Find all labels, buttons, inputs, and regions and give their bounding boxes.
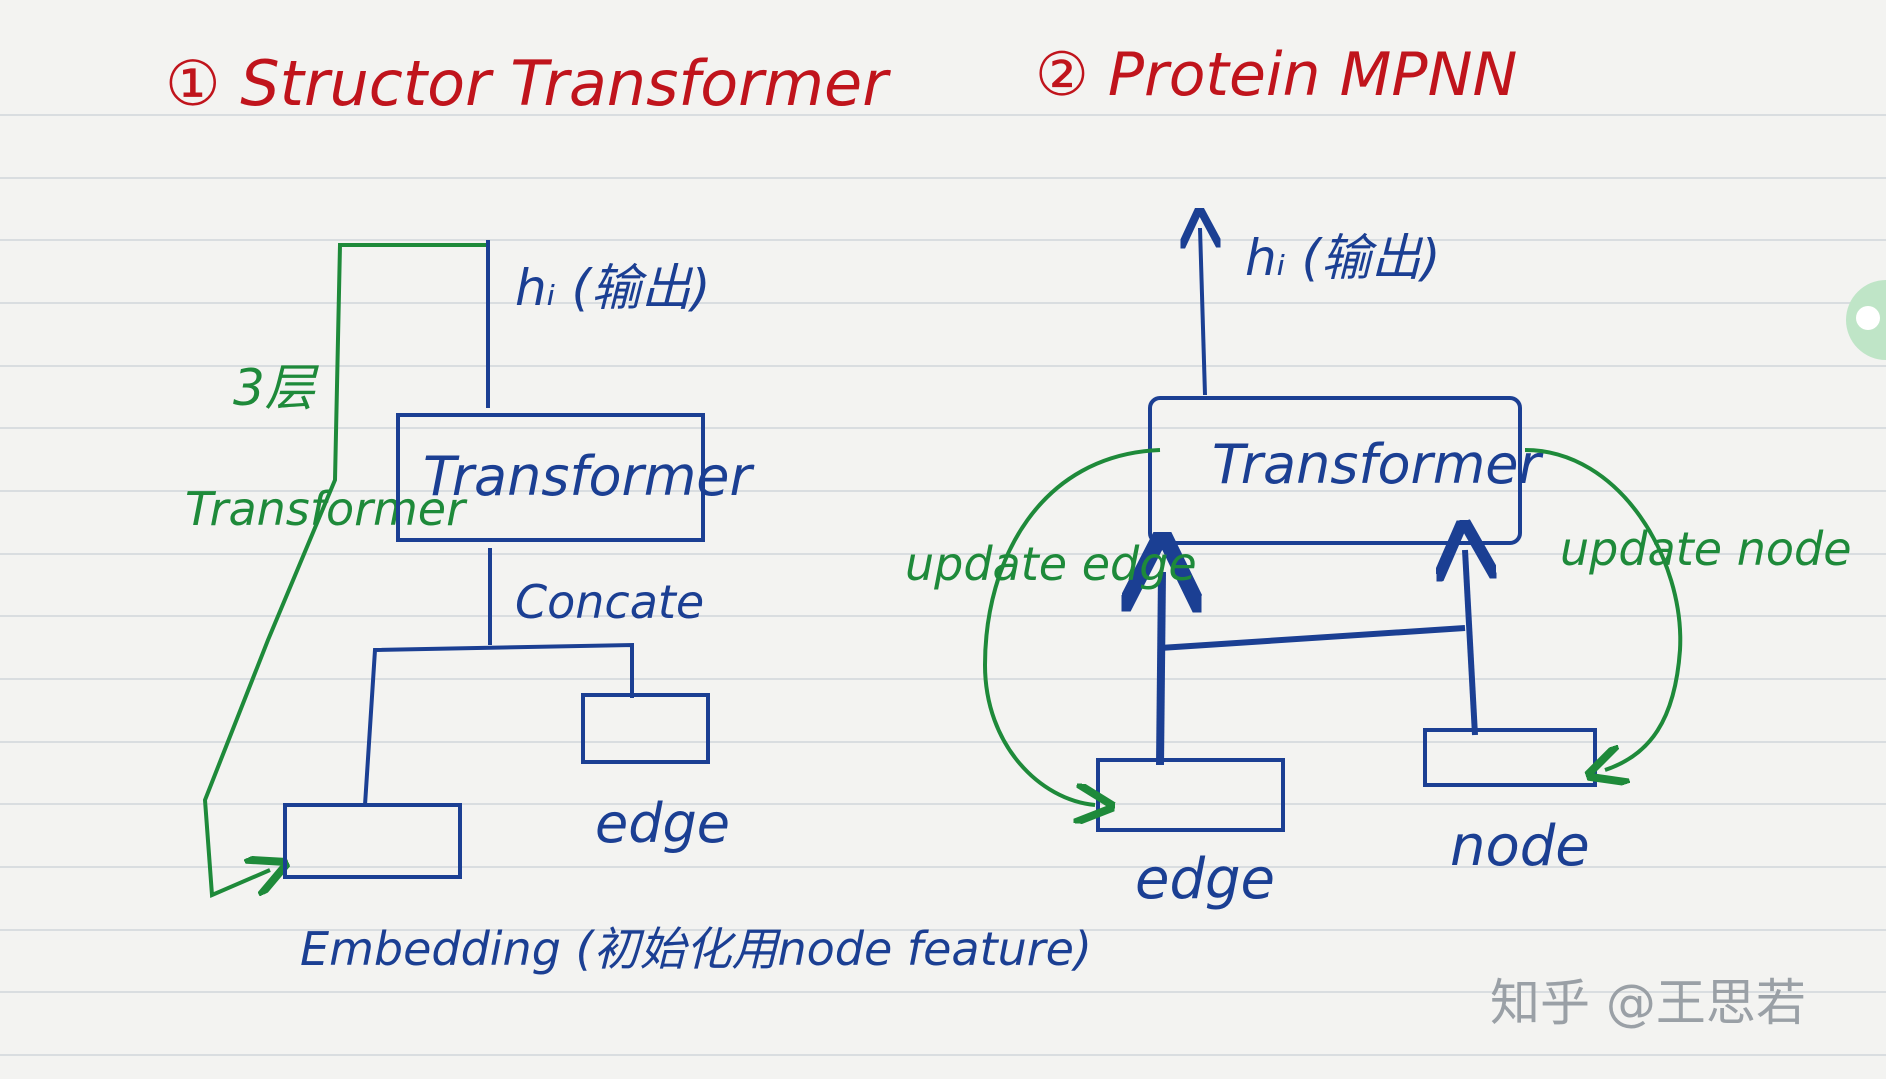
- right-transformer-box: [1148, 396, 1522, 545]
- watermark: 知乎 @王思若: [1490, 974, 1806, 1032]
- right-node-box: [1423, 728, 1597, 787]
- left-embedding-label: Embedding (初始化用node feature): [300, 922, 1092, 976]
- right-output-label: hᵢ (输出): [1245, 229, 1441, 287]
- chat-bubble-icon: [1856, 306, 1880, 330]
- right-update-edge-curve: [982, 448, 1161, 805]
- left-output-label: hᵢ (输出): [515, 259, 711, 317]
- right-edge-up-arrow: [1160, 572, 1162, 766]
- right-node-up-arrow: [1465, 550, 1475, 736]
- left-transformer-label: Transformer: [423, 445, 755, 508]
- left-edge-label: edge: [595, 792, 730, 855]
- left-edge-box: [581, 693, 710, 764]
- right-cross-bar: [1159, 625, 1466, 651]
- left-side-label: Transformer: [185, 482, 468, 536]
- left-title: ① Structor Transformer: [165, 47, 891, 120]
- right-update-node-curve: [1524, 448, 1683, 770]
- right-edge-label: edge: [1135, 847, 1275, 912]
- left-layers-label: 3层: [233, 359, 320, 417]
- left-embedding-box: [283, 803, 462, 879]
- right-title: ② Protein MPNN: [1035, 40, 1517, 110]
- left-branch-lines: [363, 642, 634, 806]
- left-recurrence-loop: [202, 243, 488, 898]
- left-transformer-box: [396, 413, 705, 542]
- right-edge-box: [1096, 758, 1285, 832]
- left-concat-label: Concate: [515, 575, 704, 629]
- right-node-label: node: [1450, 814, 1590, 879]
- right-output-arrow: [1200, 228, 1205, 396]
- right-update-node-label: update node: [1560, 522, 1852, 576]
- right-transformer-label: Transformer: [1212, 433, 1544, 496]
- right-update-edge-label: update edge: [905, 537, 1197, 591]
